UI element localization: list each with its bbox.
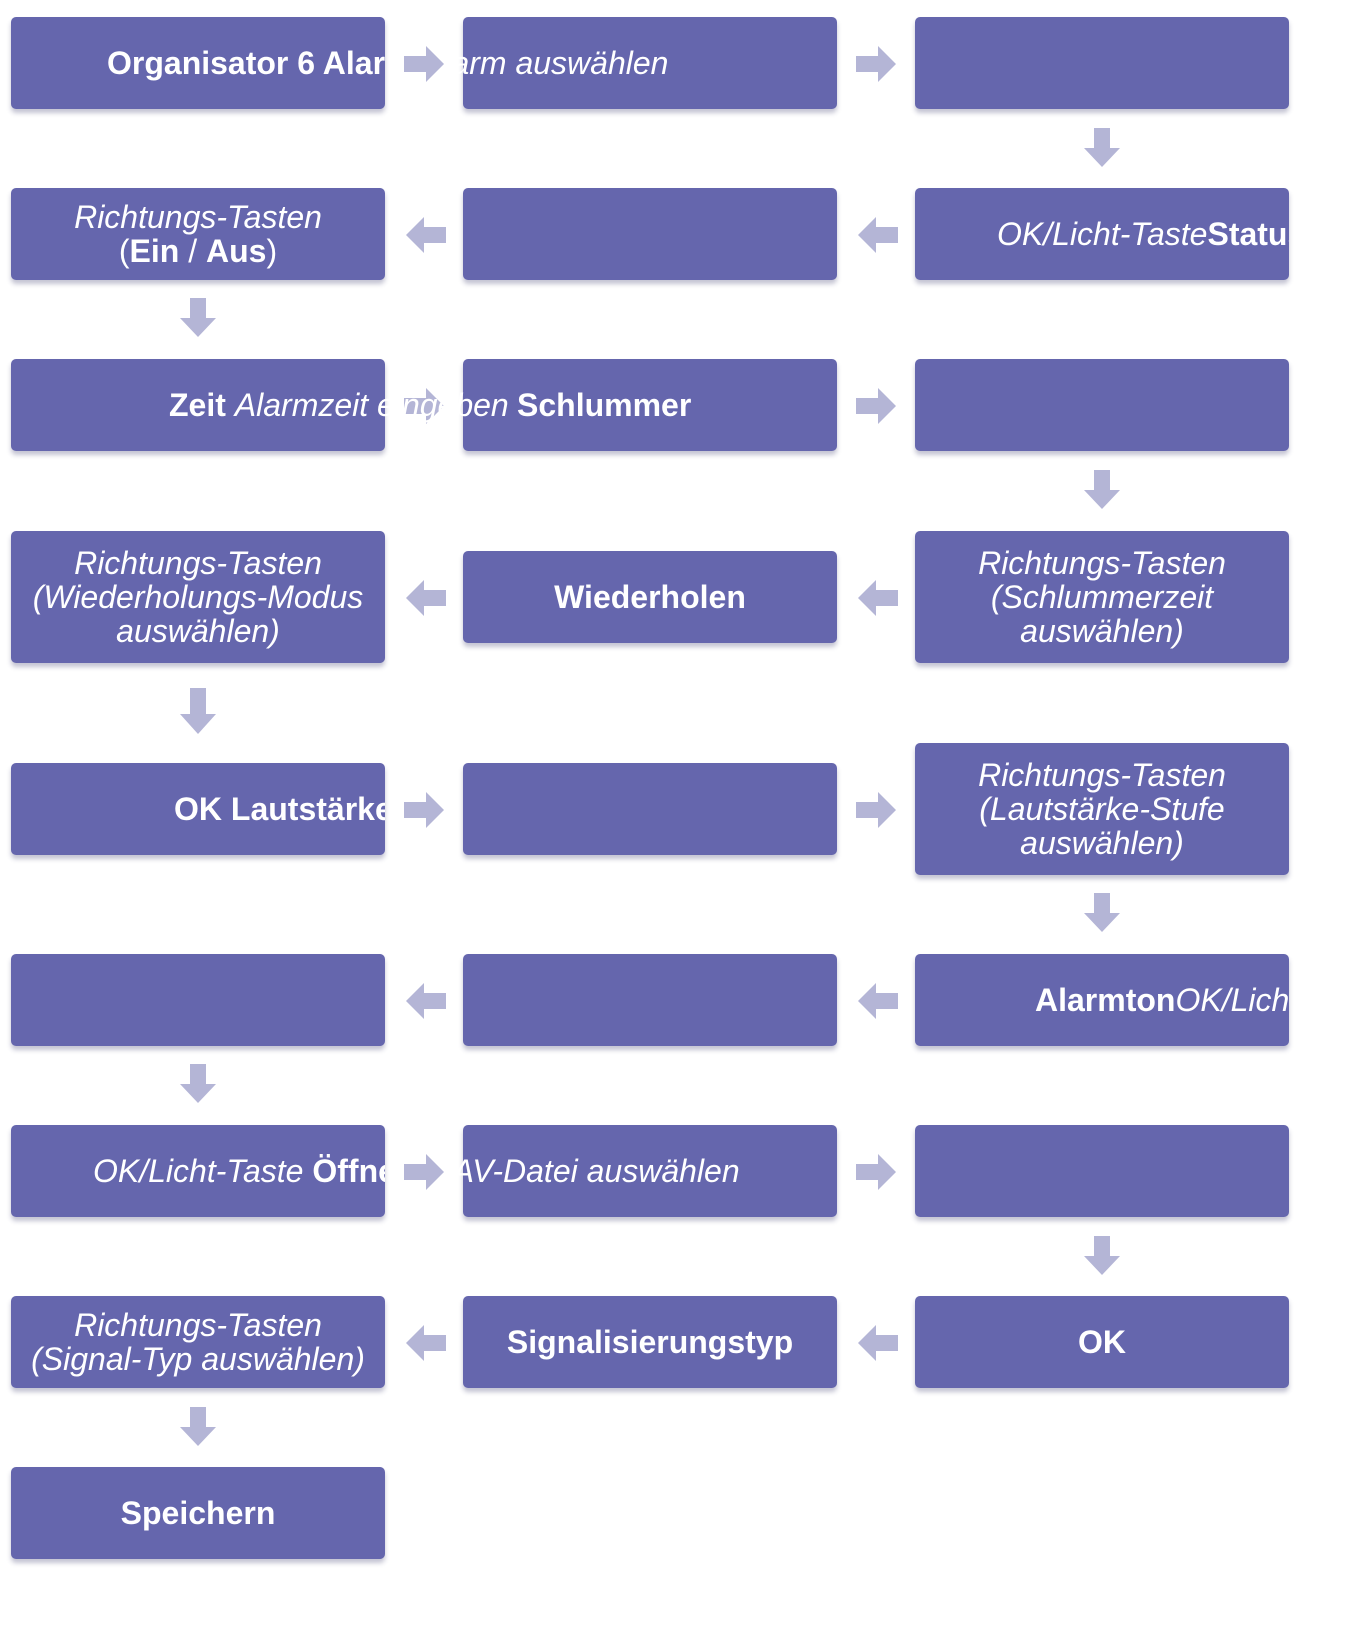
step-richtungs-tasten-ein-aus: Richtungs-Tasten (Ein / Aus): [11, 188, 385, 280]
step-label: OK: [1078, 1324, 1126, 1360]
step-label: Signalisierungstyp: [506, 1324, 794, 1360]
step-signalisierungstyp: Signalisierungstyp: [463, 1296, 837, 1388]
step-organisator-alarm: Organisator 6 Alarm: [11, 17, 385, 109]
arrow-right-icon: [856, 789, 898, 831]
arrow-right-icon: [404, 789, 446, 831]
step-label: Alarmzeit eingeben: [234, 387, 509, 423]
step-ok-lautstaerke: OK Lautstärke: [11, 763, 385, 855]
step-wiederholen: Wiederholen: [463, 551, 837, 643]
zeit-label: Zeit: [169, 387, 226, 423]
ok-licht-label: OK/Licht: [1175, 982, 1289, 1018]
step-empty: [915, 1125, 1289, 1217]
ok-label: OK: [174, 791, 222, 827]
arrow-right-icon: [856, 1151, 898, 1193]
step-label: Alarmton: [1035, 982, 1176, 1018]
arrow-left-icon: [856, 577, 898, 619]
step-label: OK/Licht-Taste: [93, 1153, 304, 1189]
step-label-line3: auswählen): [116, 613, 280, 649]
step-label-line2: (Wiederholungs-Modus: [32, 579, 364, 615]
step-ok: OK: [915, 1296, 1289, 1388]
step-label: Richtungs-Tasten: [74, 545, 322, 581]
arrow-down-icon: [177, 1064, 219, 1106]
step-label-line3: auswählen): [1020, 613, 1184, 649]
step-label: Organisator 6 Alarm: [107, 45, 385, 81]
status-label: Status: [1207, 216, 1289, 252]
arrow-right-icon: [856, 385, 898, 427]
step-speichern: Speichern: [11, 1467, 385, 1559]
arrow-down-icon: [1081, 893, 1123, 935]
ein-label: Ein: [129, 233, 180, 269]
step-wav-datei-auswaehlen: WAV-Datei auswählen: [423, 1125, 837, 1217]
step-label: Schlummer: [517, 387, 692, 423]
step-ok-licht-taste-status: OK/Licht-TasteStatus: [915, 188, 1289, 280]
step-label: Richtungs-Tasten: [74, 199, 322, 235]
arrow-right-icon: [404, 1151, 446, 1193]
arrow-down-icon: [1081, 128, 1123, 170]
oeffnen-label: Öffnen: [312, 1153, 385, 1189]
step-richtungs-tasten-schlummerzeit: Richtungs-Tasten (Schlummerzeit auswähle…: [915, 531, 1289, 663]
arrow-down-icon: [177, 688, 219, 736]
arrow-left-icon: [404, 1322, 446, 1364]
step-empty: [915, 359, 1289, 451]
step-label: OK/Licht-Taste: [997, 216, 1208, 252]
arrow-right-icon: [404, 385, 446, 427]
arrow-right-icon: [404, 43, 446, 85]
arrow-down-icon: [1081, 1236, 1123, 1278]
step-label-line3: auswählen): [1020, 825, 1184, 861]
arrow-left-icon: [404, 577, 446, 619]
step-empty: [463, 954, 837, 1046]
step-label-line2: (Signal-Typ auswählen): [31, 1341, 365, 1377]
step-label: Alarm auswählen: [423, 45, 669, 81]
arrow-left-icon: [856, 1322, 898, 1364]
arrow-down-icon: [177, 298, 219, 340]
step-label: Speichern: [120, 1495, 276, 1531]
step-label: Richtungs-Tasten: [978, 757, 1226, 793]
step-richtungs-tasten-lautstaerke-stufe: Richtungs-Tasten (Lautstärke-Stufe auswä…: [915, 743, 1289, 875]
arrow-left-icon: [404, 214, 446, 256]
step-label-line2: (Schlummerzeit: [990, 579, 1214, 615]
step-schlummer: Schlummer: [463, 359, 837, 451]
separator: /: [179, 233, 206, 269]
step-empty: [11, 954, 385, 1046]
step-label: Richtungs-Tasten: [978, 545, 1226, 581]
step-richtungs-tasten-signal-typ: Richtungs-Tasten (Signal-Typ auswählen): [11, 1296, 385, 1388]
step-empty: [915, 17, 1289, 109]
arrow-left-icon: [856, 214, 898, 256]
step-richtungs-tasten-wiederholungs-modus: Richtungs-Tasten (Wiederholungs-Modus au…: [11, 531, 385, 663]
step-label: Wiederholen: [554, 579, 746, 615]
arrow-left-icon: [856, 980, 898, 1022]
step-empty: [463, 188, 837, 280]
step-ok-licht-taste-oeffnen: OK/Licht-Taste Öffnen: [11, 1125, 385, 1217]
step-alarm-auswaehlen: Alarm auswählen: [423, 17, 837, 109]
paren-open: (: [118, 233, 130, 269]
arrow-left-icon: [404, 980, 446, 1022]
step-label-line2: (Lautstärke-Stufe: [979, 791, 1225, 827]
step-label: Lautstärke: [230, 791, 385, 827]
arrow-down-icon: [177, 1407, 219, 1449]
step-zeit-alarmzeit: Zeit Alarmzeit eingeben: [11, 359, 509, 451]
step-label: WAV-Datei auswählen: [423, 1153, 740, 1189]
step-label: Richtungs-Tasten: [74, 1307, 322, 1343]
arrow-down-icon: [1081, 470, 1123, 512]
step-empty: [463, 763, 837, 855]
aus-label: Aus: [206, 233, 267, 269]
arrow-right-icon: [856, 43, 898, 85]
paren-close: ): [266, 233, 278, 269]
step-alarmton-ok-licht: AlarmtonOK/Licht: [915, 954, 1289, 1046]
